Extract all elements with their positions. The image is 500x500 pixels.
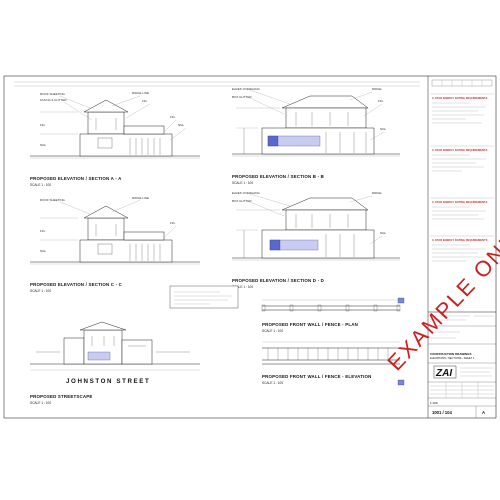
compliance-block: 3. STAR ENERGY RATING REQUIREMENTS	[430, 197, 494, 220]
compliance-block: 3. STAR ENERGY RATING REQUIREMENTS	[430, 93, 494, 124]
view-scale-a-a: SCALE 1 : 100	[30, 183, 51, 187]
compliance-block: 3. STAR ENERGY RATING REQUIREMENTS	[430, 145, 494, 172]
firm-logo-text: ZAI	[435, 368, 452, 379]
svg-text:RIDGE: RIDGE	[372, 191, 382, 195]
streetscape: JOHNSTON STREET PROPOSED STREETSCAPE SCA…	[30, 321, 200, 405]
compliance-heading: 3. STAR ENERGY RATING REQUIREMENTS	[432, 238, 488, 242]
elevation-a-a: ROOF SHEETING FASCIA & GUTTER RIDGE LINE F…	[30, 91, 200, 187]
view-title-b-b: PROPOSED ELEVATION / SECTION B - B	[232, 174, 324, 179]
view-title-c-c: PROPOSED ELEVATION / SECTION C - C	[30, 282, 123, 287]
sheet-top-ruler	[14, 81, 420, 87]
svg-text:BOX GUTTER: BOX GUTTER	[232, 199, 252, 203]
svg-text:EAVES OVERHANG: EAVES OVERHANG	[232, 87, 260, 91]
svg-text:NGL: NGL	[380, 127, 387, 131]
compliance-heading: 3. STAR ENERGY RATING REQUIREMENTS	[432, 96, 488, 100]
view-title-fence-elevation: PROPOSED FRONT WALL / FENCE - ELEVATION	[262, 374, 372, 379]
view-scale-b-b: SCALE 1 : 100	[232, 181, 253, 185]
svg-text:FASCIA & GUTTER: FASCIA & GUTTER	[40, 98, 67, 102]
svg-text:NGL: NGL	[40, 249, 47, 253]
compliance-block: 3. STAR ENERGY RATING REQUIREMENTS	[430, 235, 494, 262]
view-scale-d-d: SCALE 1 : 100	[232, 285, 253, 289]
elevation-c-c: ROOF SHEETING RIDGE LINE FFL FFL NGL PROPOS…	[30, 196, 200, 293]
view-scale-c-c: SCALE 1 : 100	[30, 289, 51, 293]
svg-text:FFL: FFL	[40, 229, 46, 233]
revision-letter: A	[482, 410, 485, 415]
compliance-heading: 3. STAR ENERGY RATING REQUIREMENTS	[432, 148, 488, 152]
view-title-streetscape: PROPOSED STREETSCAPE	[30, 394, 93, 399]
view-scale-streetscape: SCALE 1 : 100	[30, 401, 51, 405]
svg-text:FFL: FFL	[40, 123, 46, 127]
svg-text:ROOF SHEETING: ROOF SHEETING	[40, 92, 66, 96]
view-title-a-a: PROPOSED ELEVATION / SECTION A - A	[30, 176, 122, 181]
legend-swatch	[397, 379, 405, 386]
general-notes-box	[169, 285, 239, 309]
right-panel: 3. STAR ENERGY RATING REQUIREMENTS 3. ST…	[397, 76, 496, 418]
svg-text:NGL: NGL	[178, 123, 185, 127]
svg-text:BOX GUTTER: BOX GUTTER	[232, 95, 252, 99]
svg-text:RIDGE LINE: RIDGE LINE	[132, 91, 149, 95]
title-block-scale: 1:100	[430, 401, 438, 405]
drawing-number: 1001 / 104	[432, 410, 452, 415]
legend-swatch	[397, 297, 405, 304]
street-name-label: JOHNSTON STREET	[66, 378, 150, 385]
compliance-heading: 3. STAR ENERGY RATING REQUIREMENTS	[432, 200, 488, 204]
view-title-d-d: PROPOSED ELEVATION / SECTION D - D	[232, 278, 324, 283]
svg-text:FFL: FFL	[170, 115, 176, 119]
sheet-border	[3, 75, 497, 419]
view-title-fence-plan: PROPOSED FRONT WALL / FENCE - PLAN	[262, 322, 358, 327]
front-fence-elevation: PROPOSED FRONT WALL / FENCE - ELEVATION …	[262, 341, 400, 385]
svg-text:NGL: NGL	[40, 143, 47, 147]
svg-text:EAVES OVERHANG: EAVES OVERHANG	[232, 191, 260, 195]
firm-logo: ZAI	[433, 365, 457, 379]
title-block: CONSTRUCTION DRAWINGS ELEVATIONS / SECTI…	[428, 311, 496, 418]
drawing-description: ELEVATIONS / SECTIONS - SHEET 1	[430, 356, 475, 360]
svg-text:RIDGE: RIDGE	[372, 87, 382, 91]
svg-text:FFL: FFL	[378, 99, 384, 103]
svg-text:FFL: FFL	[170, 221, 176, 225]
svg-text:FFL: FFL	[142, 99, 148, 103]
elevation-b-b: EAVES OVERHANG BOX GUTTER RIDGE FFL NGL PRO…	[232, 87, 400, 185]
elevation-d-d: EAVES OVERHANG BOX GUTTER RIDGE NGL PROPOS…	[232, 191, 400, 289]
svg-text:RIDGE LINE: RIDGE LINE	[132, 196, 149, 200]
view-scale-fence-elevation: SCALE 1 : 100	[262, 381, 283, 385]
svg-text:NGL: NGL	[380, 231, 387, 235]
front-fence-plan: PROPOSED FRONT WALL / FENCE - PLAN SCALE…	[261, 299, 401, 333]
svg-text:ROOF SHEETING: ROOF SHEETING	[40, 198, 66, 202]
view-scale-fence-plan: SCALE 1 : 100	[262, 329, 283, 333]
drawing-type: CONSTRUCTION DRAWINGS	[430, 352, 472, 356]
